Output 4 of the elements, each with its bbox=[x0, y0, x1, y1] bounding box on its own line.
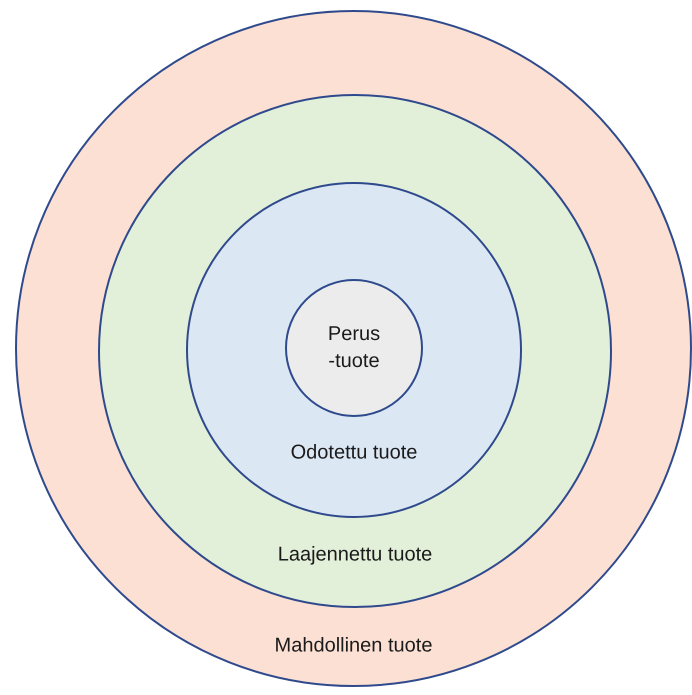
ring-label: Mahdollinen tuote bbox=[274, 633, 432, 658]
ring-label: Odotettu tuote bbox=[290, 440, 418, 466]
ring-label: Perus -tuote bbox=[326, 322, 382, 374]
ring-label: Laajennettu tuote bbox=[278, 542, 432, 568]
